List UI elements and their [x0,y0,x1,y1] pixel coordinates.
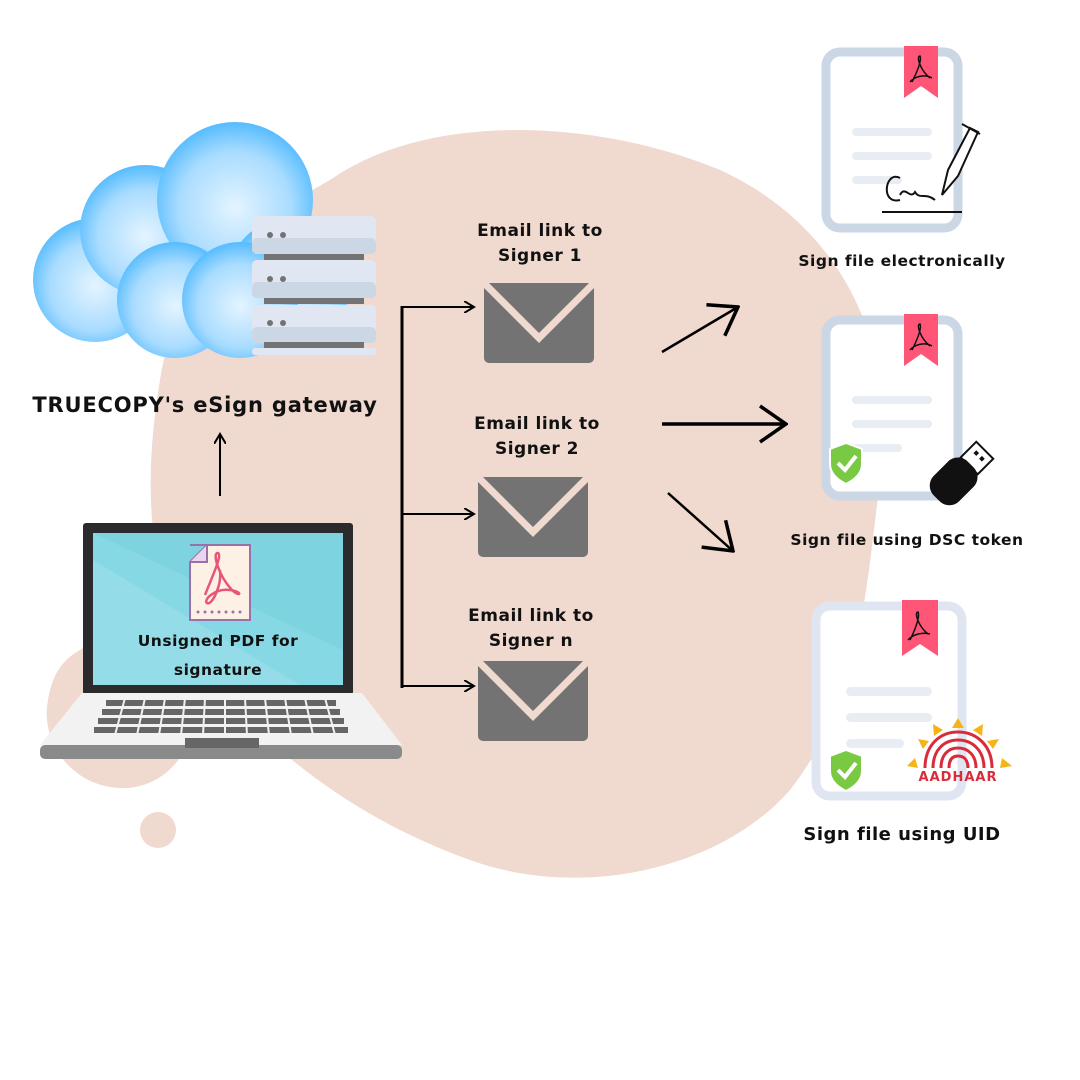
laptop-document-label-line1: Unsigned PDF for [137,632,299,650]
shield-check-icon [829,748,863,793]
outcome-uid-label: Sign file using UID [803,824,1001,845]
signer-1-label-line1: Email link to [477,221,603,241]
background-dot [140,812,176,848]
signed-document-icon [821,46,963,233]
uid-document-icon [811,600,967,801]
outcome-electronic-label: Sign file electronically [798,252,1006,270]
signer-2-label-line2: Signer 2 [494,439,579,459]
envelope-icon-signer-1 [481,280,597,363]
aadhaar-logo [907,718,1012,769]
envelope-icon-signer-n [475,658,591,741]
gateway-label: TRUECOPY's eSign gateway [32,393,378,417]
shield-check-icon [829,441,863,486]
arrow-to-uid [667,492,733,551]
signature-scribble [885,175,936,202]
signer-2-label-line1: Email link to [474,414,600,434]
laptop-document-label-line2: signature [173,661,263,679]
signer-n-label-line2: Signer n [488,631,574,651]
usb-token-icon [929,440,995,506]
signer-1-label-line2: Signer 1 [497,246,582,266]
arrow-to-electronic [661,307,738,354]
pen-icon [941,123,981,196]
server-icon [252,216,376,355]
pdf-file-icon [189,544,251,621]
outcome-dsc-label: Sign file using DSC token [790,531,1024,549]
envelope-icon-signer-2 [475,474,591,557]
signer-n-label-line1: Email link to [468,606,594,626]
aadhaar-logo-text: AADHAAR [918,770,998,785]
